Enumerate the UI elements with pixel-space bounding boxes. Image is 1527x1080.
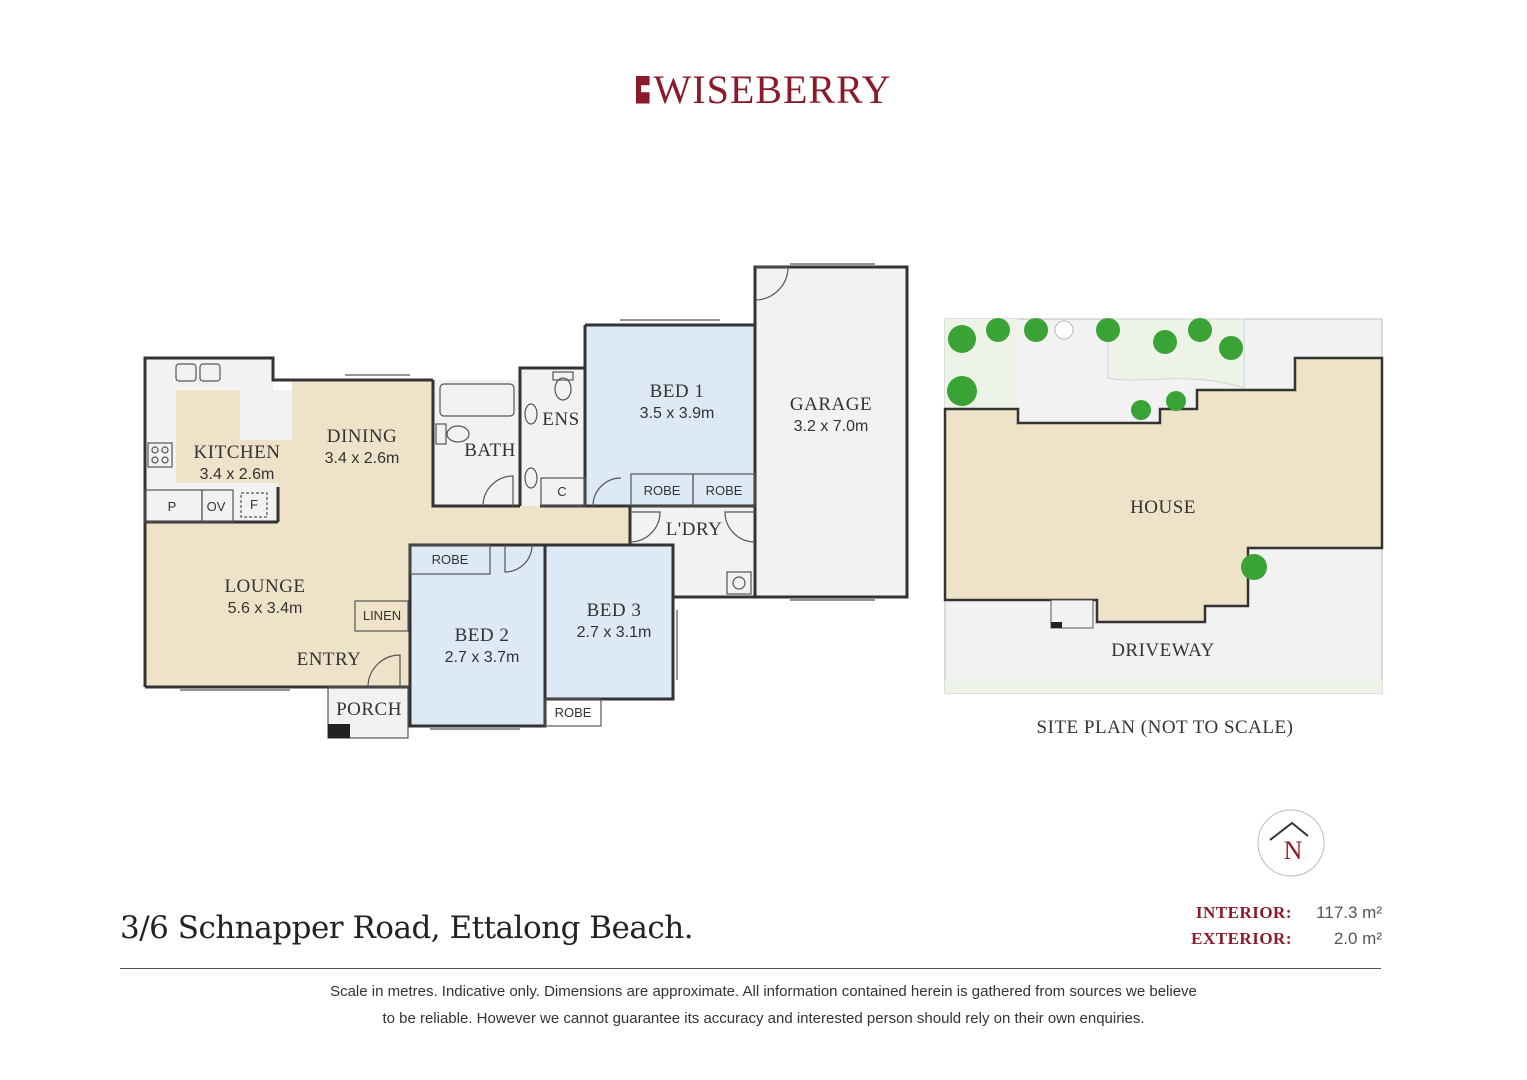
interior-area-label: INTERIOR: (1195, 903, 1292, 922)
lounge-label: LOUNGE (224, 576, 305, 597)
site-tree-icon (1024, 318, 1048, 342)
garage-label: GARAGE (790, 394, 872, 415)
site-shrub-icon (1054, 320, 1074, 340)
bed1-robe-left-label: ROBE (644, 483, 681, 498)
ens-fill (520, 368, 585, 506)
linen-label: LINEN (363, 608, 401, 623)
bed3-dims: 2.7 x 3.1m (577, 624, 652, 641)
disclaimer-line-2: to be reliable. However we cannot guaran… (382, 1010, 1145, 1027)
dining-dims: 3.4 x 2.6m (325, 450, 400, 467)
garage-fill (755, 267, 907, 597)
site-tree-icon (1166, 391, 1186, 411)
site-tree-icon (1188, 318, 1212, 342)
site-tree-icon (1096, 318, 1120, 342)
bed3-fill (545, 545, 673, 699)
laundry-label: L'DRY (666, 519, 723, 540)
storage-boxes (144, 473, 756, 739)
oven-label: OV (207, 499, 226, 514)
bath-label: BATH (464, 440, 516, 461)
brand-name: WISEBERRY (653, 67, 892, 112)
site-porch-step (1051, 622, 1062, 628)
porch-step (328, 724, 350, 738)
site-tree-icon (986, 318, 1010, 342)
brand-logo: WISEBERRY (0, 66, 1527, 113)
site-tree-icon (1219, 336, 1243, 360)
site-plan (943, 318, 1384, 694)
living-area-fill (145, 380, 630, 687)
bed1-dims: 3.5 x 3.9m (640, 405, 715, 422)
site-plan-caption: SITE PLAN (NOT TO SCALE) (1037, 717, 1294, 738)
entry-label: ENTRY (297, 649, 362, 670)
bed2-label: BED 2 (455, 625, 510, 646)
bed1-robe-right-label: ROBE (706, 483, 743, 498)
property-address: 3/6 Schnapper Road, Ettalong Beach. (120, 910, 694, 946)
exterior-area-label: EXTERIOR: (1191, 929, 1292, 948)
fixtures (147, 363, 752, 595)
kitchen-dims: 3.4 x 2.6m (200, 466, 275, 483)
exterior-area-value: 2.0 m² (1333, 929, 1382, 948)
garage-dims: 3.2 x 7.0m (794, 418, 869, 435)
site-tree-icon (1153, 330, 1177, 354)
compass-roof-icon (1269, 821, 1309, 841)
kitchen-bench-right (240, 390, 292, 440)
lounge-dims: 5.6 x 3.4m (228, 600, 303, 617)
ens-label: ENS (542, 409, 579, 430)
site-house-label: HOUSE (1130, 497, 1196, 518)
site-driveway-label: DRIVEWAY (1111, 640, 1215, 661)
kitchen-bench (145, 358, 273, 390)
cupboard-label: C (557, 484, 566, 499)
site-tree-icon (947, 376, 977, 406)
fridge-label: F (250, 497, 258, 512)
pantry-label: P (168, 499, 177, 514)
site-tree-icon (1131, 400, 1151, 420)
divider-line (120, 968, 1381, 969)
bed3-label: BED 3 (587, 600, 642, 621)
site-tree-icon (948, 325, 976, 353)
bed2-robe-label: ROBE (432, 552, 469, 567)
bed2-dims: 2.7 x 3.7m (445, 649, 520, 666)
bed3-robe-label: ROBE (555, 705, 592, 720)
bed1-label: BED 1 (650, 381, 705, 402)
site-tree-icon (1241, 554, 1267, 580)
porch-label: PORCH (336, 699, 402, 720)
site-house-footprint (943, 356, 1384, 624)
dining-label: DINING (327, 426, 398, 447)
bed1-fill (585, 325, 755, 506)
interior-area-value: 117.3 m² (1316, 903, 1382, 922)
living-areas (145, 380, 630, 687)
bed2-fill (410, 545, 545, 726)
garden-bottom (945, 680, 1382, 693)
compass-north-letter: N (1284, 836, 1303, 865)
bath-fill (433, 380, 520, 506)
disclaimer-line-1: Scale in metres. Indicative only. Dimens… (330, 983, 1197, 1000)
windows (180, 263, 875, 730)
door-swings (367, 266, 789, 688)
kitchen-label: KITCHEN (194, 442, 281, 463)
north-compass: N (1257, 809, 1325, 877)
